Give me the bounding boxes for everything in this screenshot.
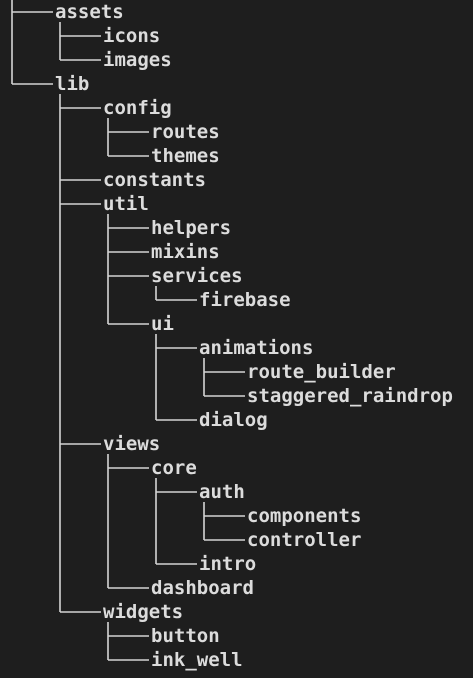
folder-name-services: services (151, 265, 243, 287)
folder-name-auth: auth (199, 481, 245, 503)
folder-name-routes: routes (151, 121, 220, 143)
tree-node-row: animations (0, 336, 473, 360)
tree-node-row: lib (0, 72, 473, 96)
tree-node-row: core (0, 456, 473, 480)
folder-name-route-builder: route_builder (247, 361, 396, 383)
tree-node-row: route_builder (0, 360, 473, 384)
folder-name-components: components (247, 505, 362, 527)
tree-node-row: images (0, 48, 473, 72)
folder-name-config: config (103, 97, 172, 119)
tree-node-row: ui (0, 312, 473, 336)
folder-name-core: core (151, 457, 197, 479)
tree-node-row: auth (0, 480, 473, 504)
tree-node-row: widgets (0, 600, 473, 624)
folder-name-mixins: mixins (151, 241, 220, 263)
tree-node-row: button (0, 624, 473, 648)
tree-node-row: dashboard (0, 576, 473, 600)
tree-node-row: staggered_raindrop (0, 384, 473, 408)
folder-name-staggered-raindrop: staggered_raindrop (247, 385, 453, 407)
tree-node-row: services (0, 264, 473, 288)
tree-node-row: intro (0, 552, 473, 576)
tree-node-row: routes (0, 120, 473, 144)
folder-name-dialog: dialog (199, 409, 268, 431)
folder-name-views: views (103, 433, 161, 455)
tree-node-row: util (0, 192, 473, 216)
tree-node-row: components (0, 504, 473, 528)
tree-node-row: config (0, 96, 473, 120)
tree-node-row: views (0, 432, 473, 456)
folder-name-util: util (103, 193, 149, 215)
tree-node-row: assets (0, 0, 473, 24)
tree-node-row: mixins (0, 240, 473, 264)
folder-name-icons: icons (103, 25, 161, 47)
folder-name-lib: lib (55, 73, 90, 95)
folder-name-ui: ui (151, 313, 174, 335)
folder-name-controller: controller (247, 529, 362, 551)
folder-name-firebase: firebase (199, 289, 291, 311)
folder-name-images: images (103, 49, 172, 71)
tree-node-row: controller (0, 528, 473, 552)
folder-name-intro: intro (199, 553, 257, 575)
tree-node-row: firebase (0, 288, 473, 312)
tree-node-row: helpers (0, 216, 473, 240)
tree-node-row: constants (0, 168, 473, 192)
folder-name-assets: assets (55, 1, 124, 23)
folder-name-button: button (151, 625, 220, 647)
folder-name-widgets: widgets (103, 601, 184, 623)
folder-name-animations: animations (199, 337, 314, 359)
tree-node-row: icons (0, 24, 473, 48)
folder-name-constants: constants (103, 169, 206, 191)
folder-name-dashboard: dashboard (151, 577, 254, 599)
folder-name-ink-well: ink_well (151, 649, 243, 671)
folder-name-helpers: helpers (151, 217, 232, 239)
tree-node-row: ink_well (0, 648, 473, 672)
tree-node-row: dialog (0, 408, 473, 432)
folder-name-themes: themes (151, 145, 220, 167)
tree-node-row: themes (0, 144, 473, 168)
